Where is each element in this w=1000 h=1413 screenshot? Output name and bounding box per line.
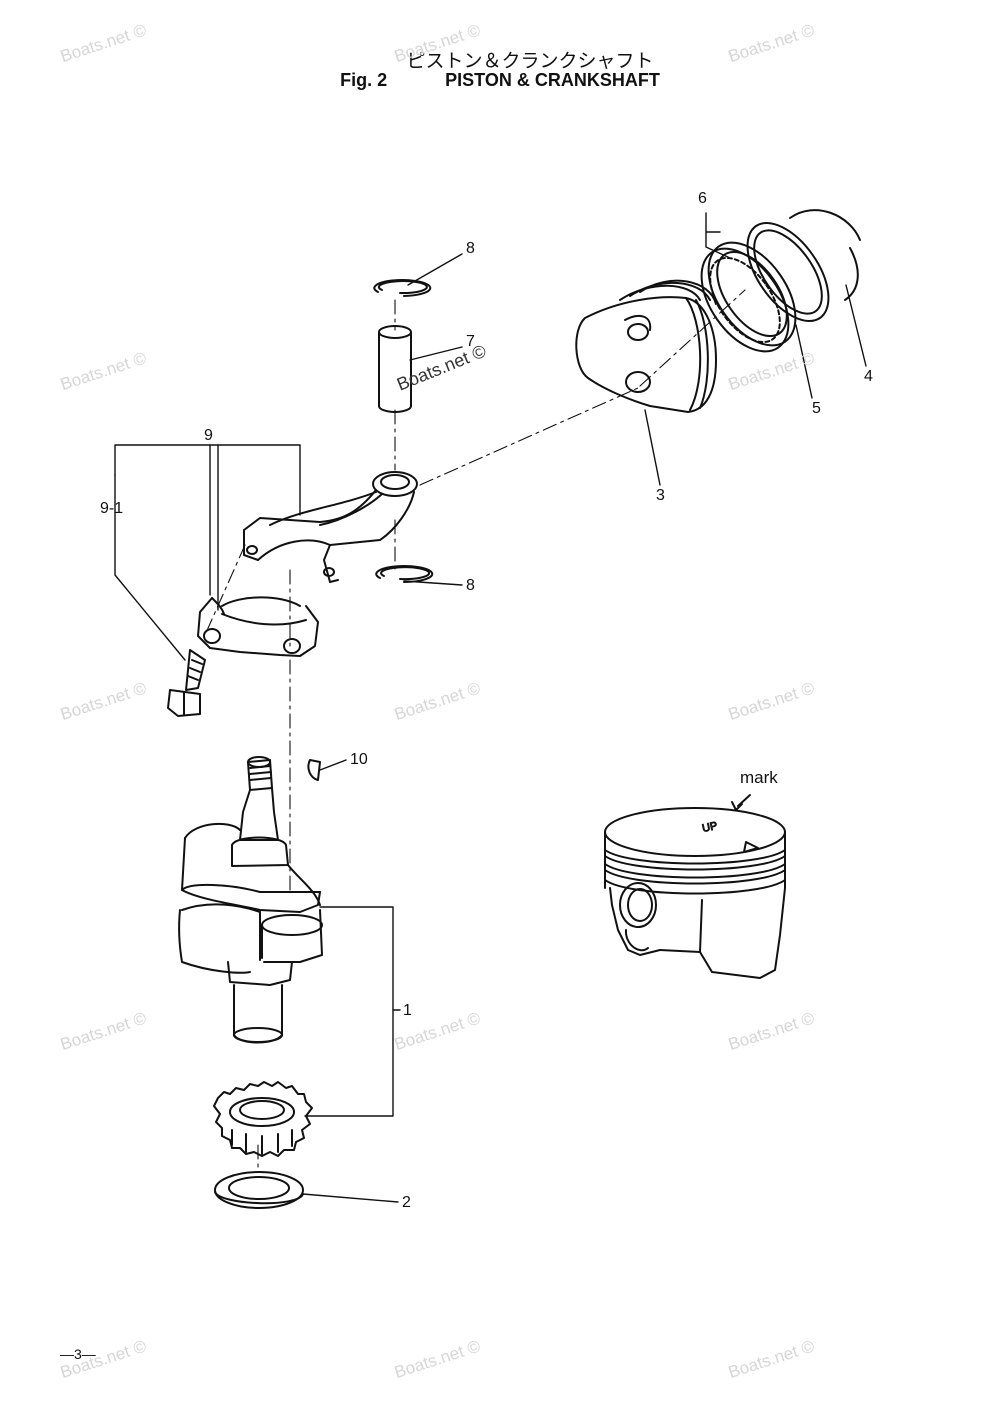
callout-5: 5 — [812, 400, 821, 417]
circlip-upper — [373, 279, 432, 297]
callout-8-lower: 8 — [466, 577, 475, 594]
axis-lines — [204, 289, 746, 1171]
rod-bolt — [167, 649, 206, 717]
crankshaft — [178, 756, 323, 1044]
woodruff-key — [307, 759, 321, 781]
svg-text:UP: UP — [701, 820, 718, 835]
piston-pin — [378, 325, 412, 413]
circlip-lower — [375, 565, 434, 584]
callout-8-upper: 8 — [466, 240, 475, 257]
title-japanese: ピストン＆クランクシャフト — [406, 50, 654, 72]
connecting-rod — [243, 471, 418, 583]
title-english-row: Fig. 2 PISTON & CRANKSHAFT — [0, 70, 1000, 91]
page-number: —3— — [60, 1346, 96, 1362]
callout-3: 3 — [656, 487, 665, 504]
callout-9-1: 9-1 — [100, 500, 124, 517]
top-ring — [789, 209, 861, 301]
crank-gear — [213, 1081, 313, 1157]
callout-4: 4 — [864, 368, 873, 385]
figure-title: PISTON & CRANKSHAFT — [445, 70, 660, 90]
callout-1: 1 — [403, 1002, 412, 1019]
figure-label: Fig. 2 — [340, 70, 388, 90]
second-ring — [746, 222, 830, 322]
callout-6: 6 — [698, 190, 707, 207]
oil-ring — [700, 241, 797, 353]
thrust-washer — [214, 1171, 304, 1209]
callout-10: 10 — [350, 751, 368, 768]
piston — [575, 279, 717, 413]
rod-cap — [197, 596, 319, 657]
callout-9: 9 — [204, 427, 213, 444]
mark-label: mark — [740, 768, 778, 787]
callout-2: 2 — [402, 1194, 411, 1211]
callout-7: 7 — [466, 333, 475, 350]
piston-detail: UP — [604, 794, 786, 979]
